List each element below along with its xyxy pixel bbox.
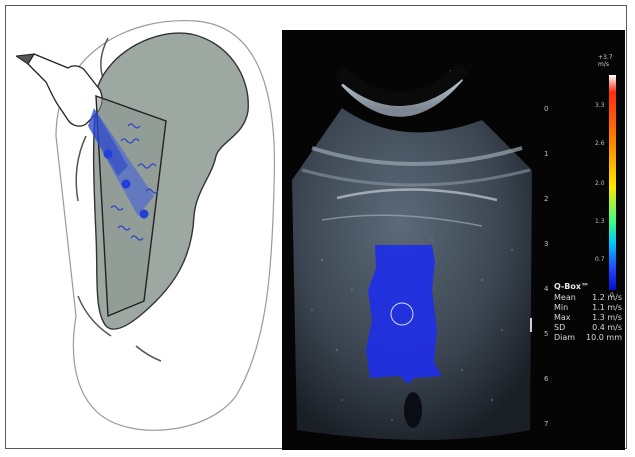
colorbar-tick: 2.0: [595, 180, 605, 187]
qbox-label: Mean: [554, 293, 576, 303]
qbox-value: 1.3 m/s: [592, 313, 622, 323]
acoustic-shadow: [404, 392, 422, 428]
rib-arc: [76, 136, 86, 201]
ultrasound-image: 0 1 2 3 4 5 6 7 +3.7 m/s 3.3 2.6 2.0 1.3…: [282, 30, 625, 450]
qbox-value: 10.0 mm: [586, 333, 622, 343]
qbox-readout: Q-Box™ Mean 1.2 m/s Min 1.1 m/s Max 1.3 …: [554, 282, 622, 343]
depth-tick: 2: [544, 195, 548, 203]
qbox-label: Min: [554, 303, 568, 313]
colorbar-max-label: +3.7 m/s: [598, 54, 625, 68]
qbox-label: Max: [554, 313, 571, 323]
qbox-label: Diam: [554, 333, 575, 343]
depth-scale: 0 1 2 3 4 5 6 7: [540, 105, 560, 435]
colorbar-tick: 3.3: [595, 102, 605, 109]
colorbar-tick: 0.7: [595, 256, 605, 263]
qbox-value: 0.4 m/s: [592, 323, 622, 333]
depth-tick: 4: [544, 285, 548, 293]
qbox-row: Diam 10.0 mm: [554, 333, 622, 343]
depth-tick: 6: [544, 375, 548, 383]
colorbar-tick: 2.6: [595, 140, 605, 147]
qbox-row: Min 1.1 m/s: [554, 303, 622, 313]
figure-frame: 0 1 2 3 4 5 6 7 +3.7 m/s 3.3 2.6 2.0 1.3…: [5, 5, 627, 449]
qbox-row: Mean 1.2 m/s: [554, 293, 622, 303]
depth-tick: 3: [544, 240, 548, 248]
colorbar-tick: 1.3: [595, 218, 605, 225]
focal-point: [104, 150, 113, 159]
focal-point: [122, 180, 131, 189]
swe-color-box: [366, 245, 442, 384]
focal-point: [140, 210, 149, 219]
rib-arc: [136, 346, 161, 361]
qbox-title: Q-Box™: [554, 282, 622, 292]
depth-tick: 0: [544, 105, 548, 113]
depth-tick: 1: [544, 150, 548, 158]
qbox-row: SD 0.4 m/s: [554, 323, 622, 333]
liver-probe-illustration: [16, 16, 278, 446]
ultrasound-probe-icon: [28, 54, 102, 126]
qbox-value: 1.2 m/s: [592, 293, 622, 303]
depth-tick: 5: [544, 330, 548, 338]
depth-marker: [530, 318, 532, 332]
qbox-row: Max 1.3 m/s: [554, 313, 622, 323]
qbox-label: SD: [554, 323, 565, 333]
velocity-colorbar: [609, 75, 616, 290]
depth-tick: 7: [544, 420, 548, 428]
qbox-value: 1.1 m/s: [592, 303, 622, 313]
